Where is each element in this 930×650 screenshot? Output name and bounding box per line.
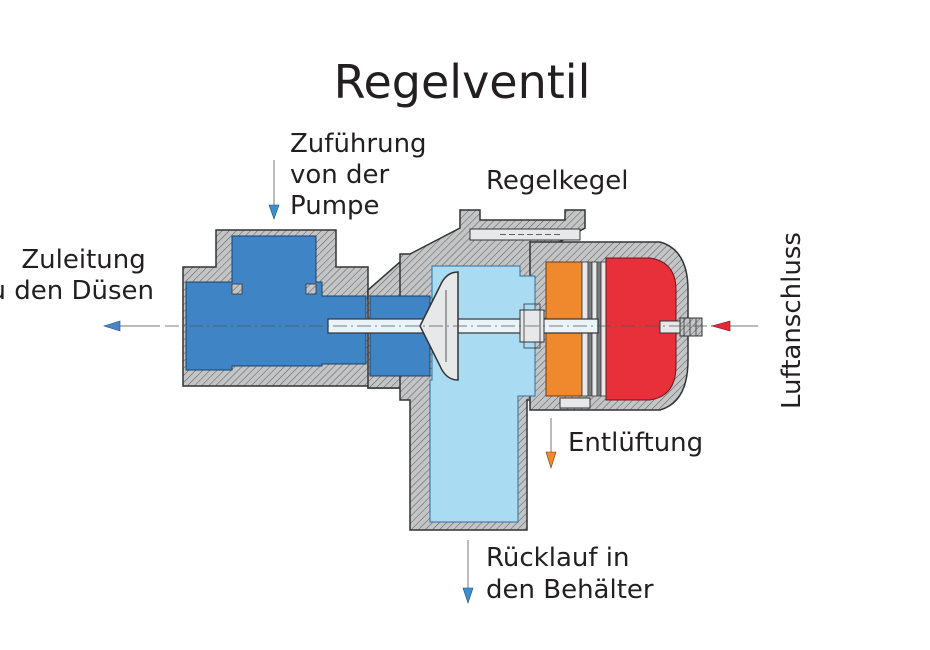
label-air: Luftanschluss — [777, 232, 807, 409]
outlet-arrow — [102, 320, 160, 332]
air-inlet-arrow — [710, 320, 758, 332]
label-vent: Entlüftung — [568, 428, 703, 458]
return-arrow — [462, 540, 474, 604]
diagram-title: Regelventil — [334, 55, 591, 109]
supply-arrow — [268, 160, 280, 220]
label-outlet: Zuleitung zu den Düsen — [0, 245, 154, 306]
valve-stem — [327, 303, 599, 349]
air-fitting — [659, 317, 703, 337]
label-return: Rücklauf in den Behälter — [486, 543, 654, 605]
vent-arrow — [545, 418, 557, 470]
label-cone: Regelkegel — [486, 166, 628, 196]
label-supply: Zuführung von der Pumpe — [290, 129, 435, 221]
outlet-chamber — [185, 235, 367, 371]
air-chamber — [605, 257, 677, 401]
